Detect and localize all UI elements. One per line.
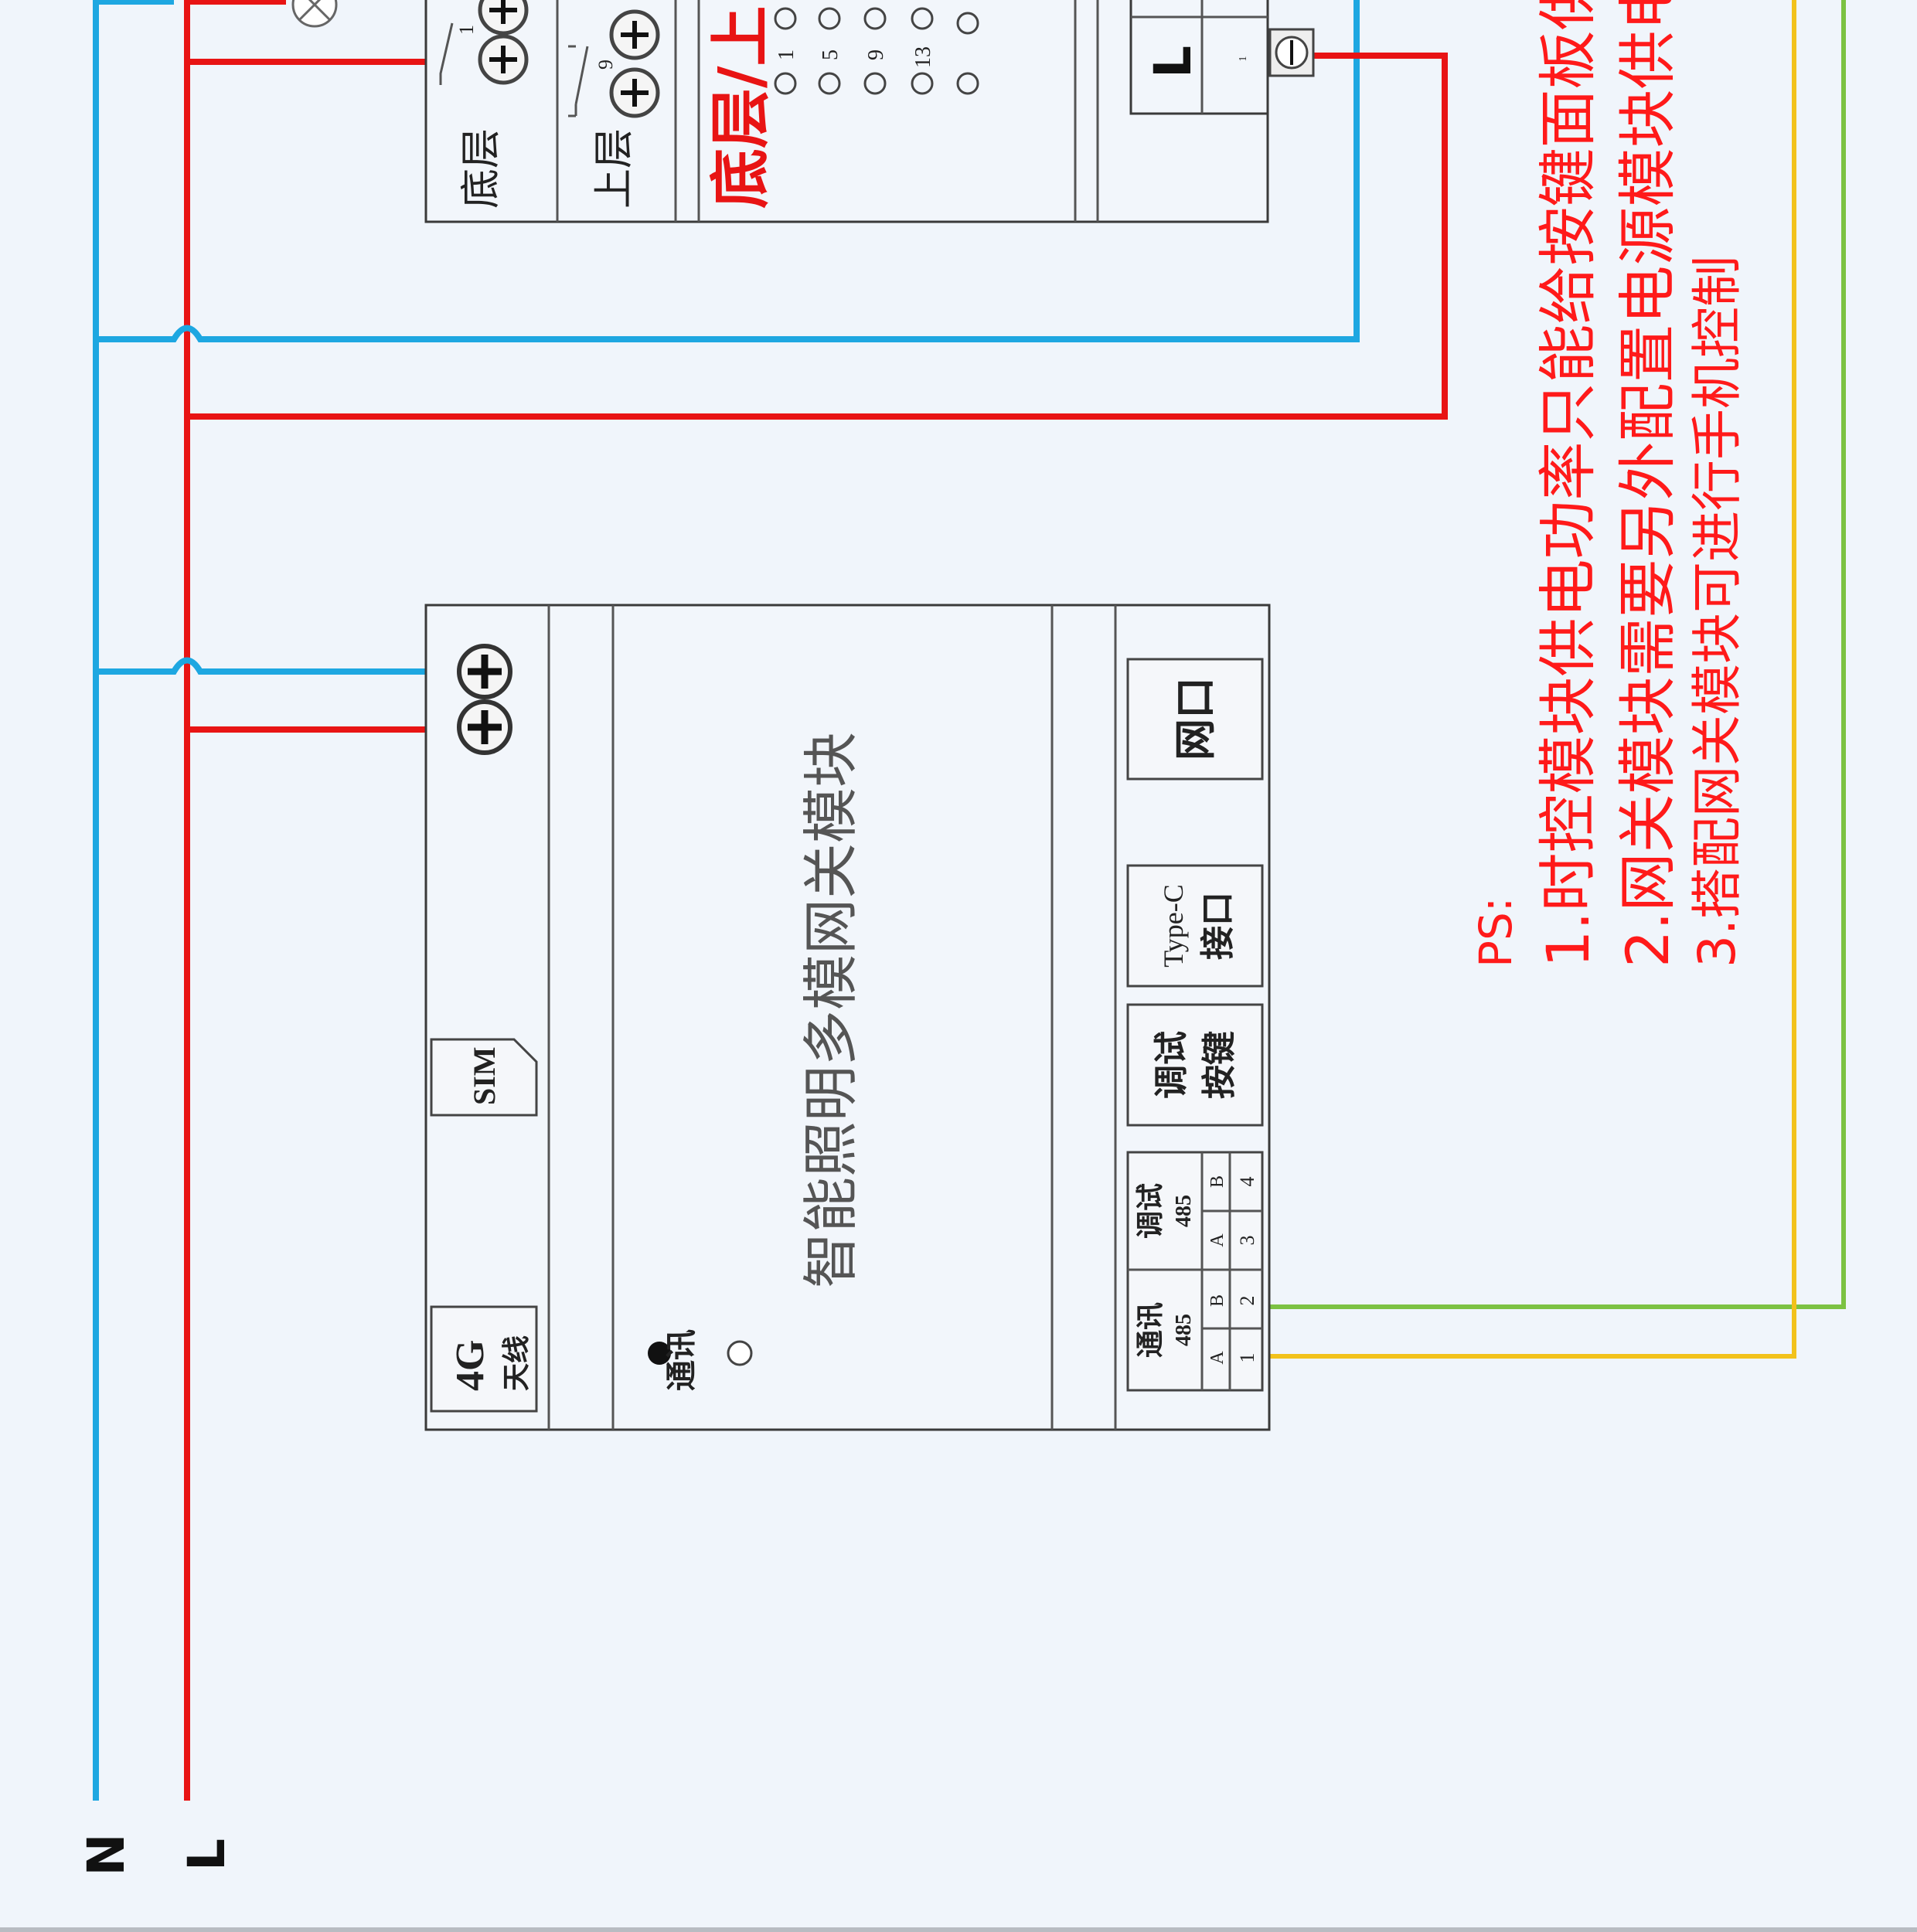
comm-led-label: 通讯 <box>664 1329 699 1391</box>
notes-heading: PS: <box>1469 897 1522 968</box>
note-3: 3.搭配网关模块可进行手机控制 <box>1687 256 1747 968</box>
pin-1-ab: A <box>1207 1351 1227 1365</box>
bottom-border <box>0 1927 1917 1932</box>
svg-text:接口: 接口 <box>1199 892 1237 960</box>
channel-label-13: 13 <box>911 46 935 68</box>
ethernet-port: 网口 <box>1126 658 1264 781</box>
comm-485-num: 485 <box>1172 1314 1196 1346</box>
gateway-module: SIM 4G 天线 通讯 智能照明多模网关模块 网口 Type-C 接口 调试 … <box>424 604 1271 1431</box>
pin-2-num: 2 <box>1236 1296 1258 1306</box>
pin-3-ab: A <box>1207 1233 1227 1247</box>
svg-text:网口: 网口 <box>1173 677 1219 760</box>
pin-3-num: 3 <box>1236 1236 1258 1246</box>
svg-text:天线: 天线 <box>501 1335 532 1391</box>
note-1: 1.时控模块供电功率只能给按键面板供 <box>1534 0 1602 968</box>
svg-text:调试: 调试 <box>1153 1031 1190 1099</box>
channel-label-1: 1 <box>775 49 798 60</box>
relay-9-label: 9 <box>594 60 617 70</box>
svg-text:Type-C: Type-C <box>1158 884 1189 967</box>
4g-antenna-port: 4G 天线 <box>430 1305 538 1413</box>
svg-text:4G: 4G <box>448 1340 492 1391</box>
svg-text:SIM: SIM <box>467 1046 502 1105</box>
pin-4-num: 4 <box>1236 1177 1258 1187</box>
lamp-icon <box>291 0 338 28</box>
gateway-title: 智能照明多模网关模块 <box>801 732 863 1288</box>
mode-label: 底层/上 <box>707 6 776 209</box>
wires <box>93 0 1846 1801</box>
notes: PS: 1.时控模块供电功率只能给按键面板供 2.网关模块需要另外配置电源模块供… <box>1469 0 1747 968</box>
timer-live-terminal-label: L <box>1143 46 1203 78</box>
sim-card-slot: SIM <box>430 1038 538 1117</box>
comm-led-hollow <box>727 1340 753 1366</box>
top-layer-label: 上层 <box>593 128 637 209</box>
pin-1-num: 1 <box>1236 1353 1258 1363</box>
note-2: 2.网关模块需要另外配置电源模块供电 <box>1613 0 1682 968</box>
channel-indicators <box>774 7 979 95</box>
debug-button[interactable]: 调试 按键 <box>1126 1003 1264 1127</box>
timer-L-screw-icon <box>1268 28 1315 77</box>
comm-485-label: 通讯 <box>1135 1302 1166 1358</box>
svg-text:按键: 按键 <box>1200 1031 1238 1099</box>
typec-port: Type-C 接口 <box>1126 864 1264 988</box>
rs485-terminal-block: 调试 485 通讯 485 A 1 B 2 A 3 B 4 <box>1126 1151 1264 1392</box>
neutral-rail-label: N <box>77 1833 136 1876</box>
pin-2-ab: B <box>1207 1294 1227 1307</box>
relay-1-label: 1 <box>455 25 478 35</box>
neutral-to-gateway-wire <box>96 657 427 675</box>
comm-led-filled <box>648 1342 671 1365</box>
channel-label-5: 5 <box>819 49 843 60</box>
timer-module: 1 9 底层 上层 底层/上 1 5 9 13 L 1 <box>424 0 1315 223</box>
debug-485-label: 调试 <box>1135 1183 1166 1239</box>
rs485-b-wire <box>1270 0 1846 1309</box>
rs485-a-wire <box>1270 0 1796 1359</box>
bottom-layer-label: 底层 <box>460 128 504 209</box>
channel-label-9: 9 <box>864 49 888 60</box>
timer-terminal-mark: 1 <box>1238 56 1249 62</box>
live-to-timer-L-wire <box>187 53 1448 420</box>
live-rail-label: L <box>177 1838 237 1871</box>
pin-4-ab: B <box>1207 1175 1227 1188</box>
neutral-to-timer-wire <box>96 0 1360 342</box>
debug-485-num: 485 <box>1172 1195 1196 1227</box>
